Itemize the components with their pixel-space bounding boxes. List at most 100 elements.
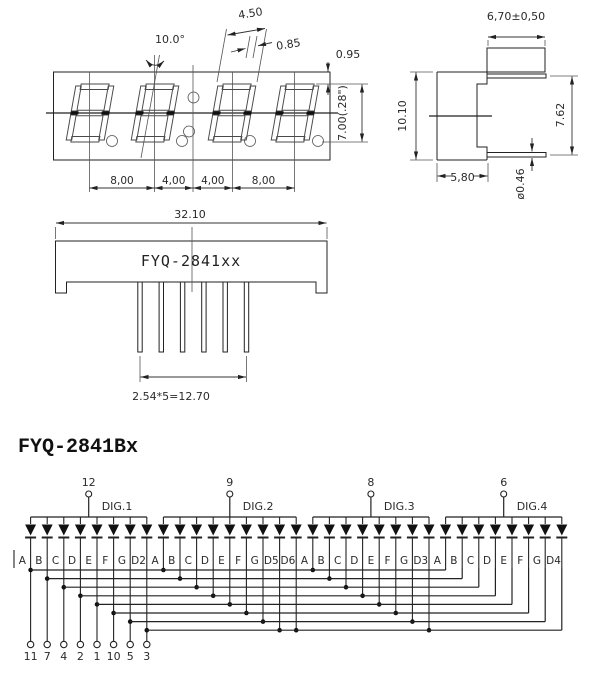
package-pin <box>222 281 228 353</box>
segment-label: D6 <box>281 555 296 567</box>
segment-c <box>303 114 315 141</box>
digit-name-label: DIG.2 <box>243 500 274 513</box>
segment-a <box>144 83 175 90</box>
pitch-dim-label: 4,00 <box>162 175 185 187</box>
segment-pin-terminal <box>26 640 35 649</box>
led-diode <box>240 524 252 536</box>
common-pin-number: 6 <box>500 476 507 489</box>
colon-dot-lower <box>183 125 195 138</box>
segment-label: E <box>368 555 375 567</box>
common-pin-number: 9 <box>226 476 233 489</box>
segment-label: G <box>118 555 126 567</box>
seven-segment-digit <box>65 83 115 143</box>
segment-label: C <box>467 555 474 567</box>
lead-pitch-label: 2.54*5=12.70 <box>132 390 210 403</box>
led-diode <box>406 524 418 536</box>
led-diode <box>440 524 452 536</box>
led-diode <box>456 524 468 536</box>
segment-label: C <box>185 555 192 567</box>
part-number-label: FYQ-2841xx <box>141 252 241 270</box>
led-diode <box>191 524 203 536</box>
segment-f <box>70 85 82 112</box>
led-diode <box>274 524 286 536</box>
ext-line <box>245 35 251 59</box>
segment-label: G <box>400 555 408 567</box>
led-diode <box>556 524 568 536</box>
led-diode <box>489 524 501 536</box>
segment-pin-number: 7 <box>44 650 51 663</box>
segment-e <box>130 114 142 141</box>
led-diode <box>506 524 518 536</box>
package-pin <box>243 281 250 353</box>
ext-line <box>216 28 227 83</box>
led-diode <box>539 524 551 536</box>
led-diode <box>58 524 70 536</box>
centerline-mark <box>101 111 110 115</box>
segment-d <box>275 136 306 143</box>
package-pin <box>201 281 207 353</box>
centerline-mark <box>135 111 144 115</box>
segment-label: B <box>317 555 324 567</box>
segment-label: G <box>251 555 259 567</box>
package-pin <box>158 281 165 353</box>
seven-segment-digits <box>65 83 320 143</box>
segment-label: D <box>201 555 209 567</box>
circuit-title: FYQ-2841Bx <box>18 436 138 459</box>
led-diode <box>390 524 402 536</box>
epoxy-head-outline <box>486 47 546 73</box>
centerline-mark <box>306 111 315 115</box>
body-width-label: 32.10 <box>174 208 206 221</box>
centerline-mark <box>275 111 284 115</box>
segment-label: B <box>35 555 42 567</box>
decimal-point <box>106 135 118 147</box>
segment-label: E <box>218 555 225 567</box>
common-pin-terminal <box>367 490 375 498</box>
package-pin <box>179 281 186 353</box>
segment-c <box>98 114 110 141</box>
segment-b <box>168 85 180 112</box>
segment-c <box>240 114 252 141</box>
digit-height-label: 7.00(.28") <box>336 85 349 141</box>
slant-ref-line <box>140 54 160 159</box>
lead-pin-bottom <box>486 152 547 158</box>
package-outline-view: 32.10 FYQ-2841xx 2.54*5=12.70 <box>55 208 328 403</box>
centerline-mark <box>212 111 221 115</box>
segment-pin-terminal <box>126 640 134 649</box>
led-diode <box>124 524 136 536</box>
led-diode <box>423 524 435 536</box>
segment-label: D <box>68 555 76 567</box>
common-pin-terminal <box>500 490 508 498</box>
digit-name-label: DIG.1 <box>102 500 133 513</box>
led-diode <box>157 524 169 536</box>
segment-pin-number: 5 <box>127 650 134 663</box>
led-diode <box>357 524 369 536</box>
led-diode <box>207 524 219 536</box>
segment-label: D <box>350 555 358 567</box>
seven-segment-digit <box>270 83 320 143</box>
digit-name-label: DIG.3 <box>384 500 415 513</box>
body-height-label: 10.10 <box>396 100 409 132</box>
segment-d <box>135 136 166 143</box>
segment-pin-number: 2 <box>77 650 84 663</box>
led-diode <box>340 524 352 536</box>
package-pins <box>137 281 250 353</box>
decimal-point <box>244 135 256 147</box>
dim-line <box>227 27 266 36</box>
led-diode <box>41 524 53 536</box>
segment-label: B <box>450 555 457 567</box>
segment-label: A <box>301 555 309 567</box>
segment-label: D <box>483 555 491 567</box>
decimal-point <box>176 135 188 147</box>
segment-label: B <box>168 555 175 567</box>
segment-pin-terminal <box>76 640 85 649</box>
led-diode <box>373 524 385 536</box>
segment-a <box>284 83 315 90</box>
segment-pin-number: 3 <box>143 650 150 663</box>
segment-d <box>212 136 243 143</box>
segment-f <box>275 85 287 112</box>
centerline-mark <box>243 111 252 115</box>
